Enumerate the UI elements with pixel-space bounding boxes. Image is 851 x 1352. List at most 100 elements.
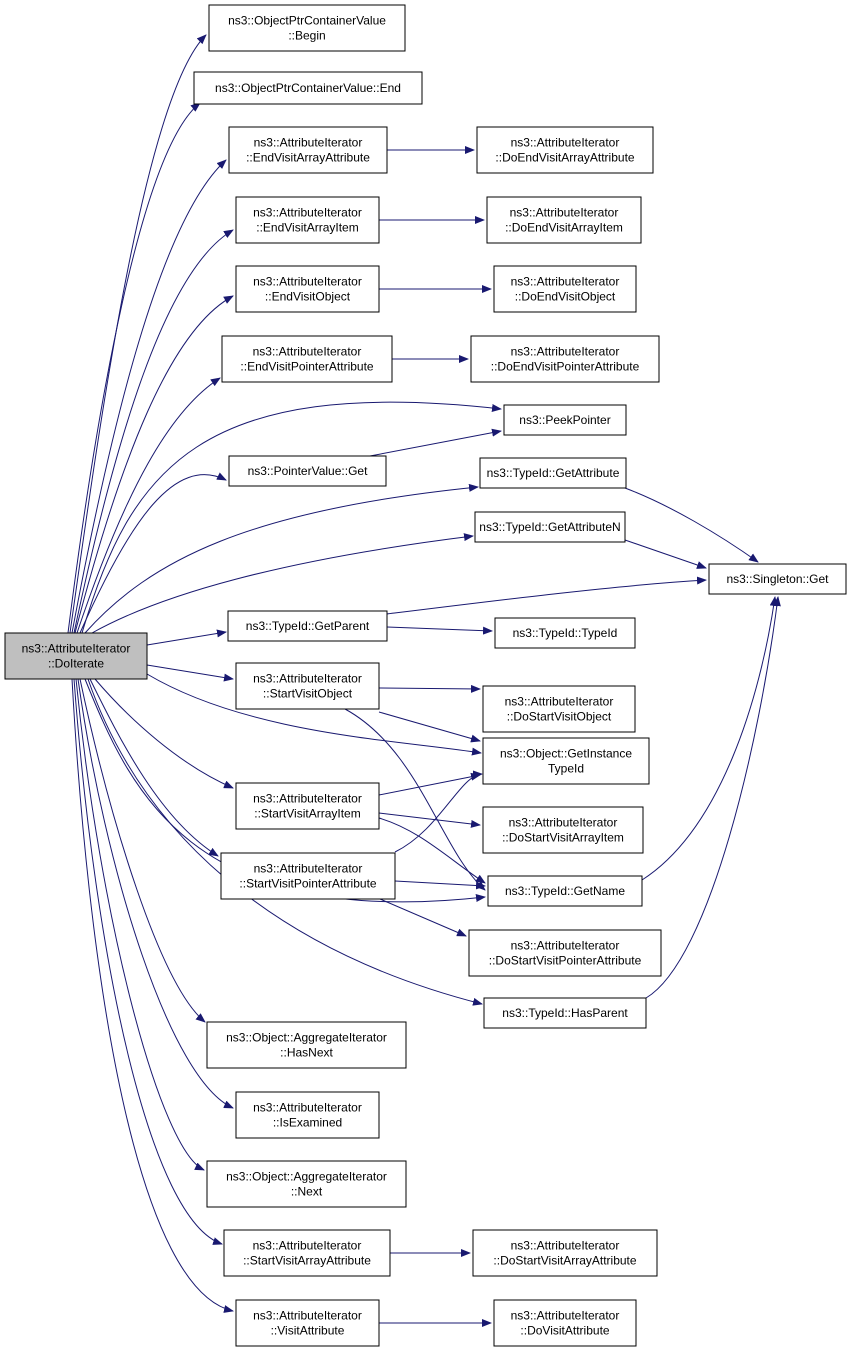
node-box — [474, 511, 626, 543]
node-box — [235, 1091, 380, 1139]
node-box — [228, 126, 388, 174]
node-label: ns3::AttributeIterator — [254, 136, 363, 150]
call-edge — [73, 678, 223, 1245]
call-edge — [67, 102, 201, 634]
node-doevp[interactable]: ns3::AttributeIterator::DoEndVisitPointe… — [470, 335, 660, 383]
call-edge — [394, 880, 486, 890]
node-next[interactable]: ns3::Object::AggregateIterator::Next — [206, 1160, 407, 1208]
node-evo[interactable]: ns3::AttributeIterator::EndVisitObject — [235, 265, 380, 313]
node-dosvo[interactable]: ns3::AttributeIterator::DoStartVisitObje… — [482, 685, 636, 733]
node-label: ns3::AttributeIterator — [253, 1101, 362, 1115]
node-box — [494, 617, 636, 649]
node-label: ns3::AttributeIterator — [253, 345, 362, 359]
node-label: ::DoStartVisitArrayItem — [502, 831, 624, 845]
node-getattrn[interactable]: ns3::TypeId::GetAttributeN — [474, 511, 626, 543]
node-box — [486, 196, 642, 244]
node-pvget[interactable]: ns3::PointerValue::Get — [228, 455, 387, 487]
node-label: ns3::TypeId::GetAttribute — [487, 466, 620, 480]
node-label: ns3::TypeId::GetName — [505, 884, 625, 898]
node-label: ns3::PeekPointer — [519, 413, 610, 427]
node-label: ::EndVisitArrayAttribute — [246, 151, 370, 165]
node-box — [482, 737, 650, 785]
node-svo[interactable]: ns3::AttributeIterator::StartVisitObject — [235, 662, 380, 710]
node-svai[interactable]: ns3::AttributeIterator::StartVisitArrayI… — [235, 782, 380, 830]
node-box — [476, 126, 654, 174]
node-box — [472, 1229, 658, 1277]
node-peek[interactable]: ns3::PeekPointer — [503, 404, 627, 436]
call-edge — [624, 539, 707, 569]
call-edge — [84, 678, 486, 903]
call-edge — [74, 295, 234, 634]
node-doeva[interactable]: ns3::AttributeIterator::DoEndVisitArrayA… — [476, 126, 654, 174]
node-evi[interactable]: ns3::AttributeIterator::EndVisitArrayIte… — [235, 196, 380, 244]
node-visitattr[interactable]: ns3::AttributeIterator::VisitAttribute — [235, 1299, 380, 1347]
node-box — [708, 563, 847, 595]
call-edge — [386, 576, 707, 615]
node-label: ns3::AttributeIterator — [254, 862, 363, 876]
edge-layer — [67, 34, 781, 1327]
node-typeid[interactable]: ns3::TypeId::TypeId — [494, 617, 636, 649]
node-doiterate[interactable]: ns3::AttributeIterator::DoIterate — [4, 632, 148, 680]
node-label: ns3::AttributeIterator — [510, 206, 619, 220]
node-dosvai[interactable]: ns3::AttributeIterator::DoStartVisitArra… — [482, 806, 644, 854]
node-getparent[interactable]: ns3::TypeId::GetParent — [227, 610, 388, 642]
node-singleton[interactable]: ns3::Singleton::Get — [708, 563, 847, 595]
node-label: TypeId — [548, 762, 584, 776]
node-label: ns3::ObjectPtrContainerValue::End — [215, 81, 401, 95]
node-box — [208, 4, 406, 52]
call-edge — [378, 684, 481, 693]
node-box — [482, 685, 636, 733]
node-isexam[interactable]: ns3::AttributeIterator::IsExamined — [235, 1091, 380, 1139]
node-sva[interactable]: ns3::AttributeIterator::StartVisitArrayA… — [223, 1229, 391, 1277]
node-hasnext[interactable]: ns3::Object::AggregateIterator::HasNext — [206, 1021, 407, 1069]
node-doevi[interactable]: ns3::AttributeIterator::DoEndVisitArrayI… — [486, 196, 642, 244]
node-label: ::StartVisitObject — [263, 687, 353, 701]
node-box — [235, 662, 380, 710]
call-edge — [87, 678, 483, 1006]
node-doevo[interactable]: ns3::AttributeIterator::DoEndVisitObject — [493, 265, 637, 313]
node-label: ns3::TypeId::TypeId — [513, 626, 618, 640]
node-label: ::StartVisitPointerAttribute — [239, 877, 377, 891]
node-svp[interactable]: ns3::AttributeIterator::StartVisitPointe… — [220, 852, 396, 900]
node-dovisitattr[interactable]: ns3::AttributeIterator::DoVisitAttribute — [493, 1299, 637, 1347]
node-box — [220, 852, 396, 900]
node-dosvp[interactable]: ns3::AttributeIterator::DoStartVisitPoin… — [468, 929, 662, 977]
node-label: ::DoStartVisitArrayAttribute — [493, 1254, 636, 1268]
node-label: ::StartVisitArrayAttribute — [243, 1254, 371, 1268]
node-evp[interactable]: ns3::AttributeIterator::EndVisitPointerA… — [221, 335, 393, 383]
node-box — [4, 632, 148, 680]
node-label: ns3::AttributeIterator — [253, 275, 362, 289]
node-label: ::DoEndVisitArrayAttribute — [495, 151, 634, 165]
node-label: ::VisitAttribute — [271, 1324, 345, 1338]
node-label: ns3::AttributeIterator — [511, 136, 620, 150]
node-box — [493, 265, 637, 313]
node-label: ns3::AttributeIterator — [22, 642, 131, 656]
call-edge — [79, 472, 227, 634]
node-box — [235, 1299, 380, 1347]
node-box — [483, 997, 647, 1029]
node-label: ::IsExamined — [273, 1116, 342, 1130]
node-label: ns3::AttributeIterator — [511, 1239, 620, 1253]
call-edge — [386, 626, 493, 635]
node-dosva[interactable]: ns3::AttributeIterator::DoStartVisitArra… — [472, 1229, 658, 1277]
node-label: ::DoEndVisitPointerAttribute — [491, 360, 640, 374]
node-label: ::DoVisitAttribute — [520, 1324, 609, 1338]
node-box — [206, 1021, 407, 1069]
node-box — [228, 455, 387, 487]
call-edge — [75, 678, 205, 1171]
call-edge — [79, 678, 206, 1023]
node-getname[interactable]: ns3::TypeId::GetName — [487, 875, 643, 907]
node-end[interactable]: ns3::ObjectPtrContainerValue::End — [193, 71, 423, 105]
node-label: ns3::Object::AggregateIterator — [226, 1170, 387, 1184]
node-label: ns3::ObjectPtrContainerValue — [228, 14, 386, 28]
call-edge — [73, 229, 234, 634]
node-begin[interactable]: ns3::ObjectPtrContainerValue::Begin — [208, 4, 406, 52]
node-hasparent[interactable]: ns3::TypeId::HasParent — [483, 997, 647, 1029]
node-box — [193, 71, 423, 105]
node-eva[interactable]: ns3::AttributeIterator::EndVisitArrayAtt… — [228, 126, 388, 174]
node-box — [235, 196, 380, 244]
node-getattr[interactable]: ns3::TypeId::GetAttribute — [479, 457, 627, 489]
node-label: ns3::AttributeIterator — [253, 1309, 362, 1323]
node-label: ::DoStartVisitObject — [507, 710, 612, 724]
